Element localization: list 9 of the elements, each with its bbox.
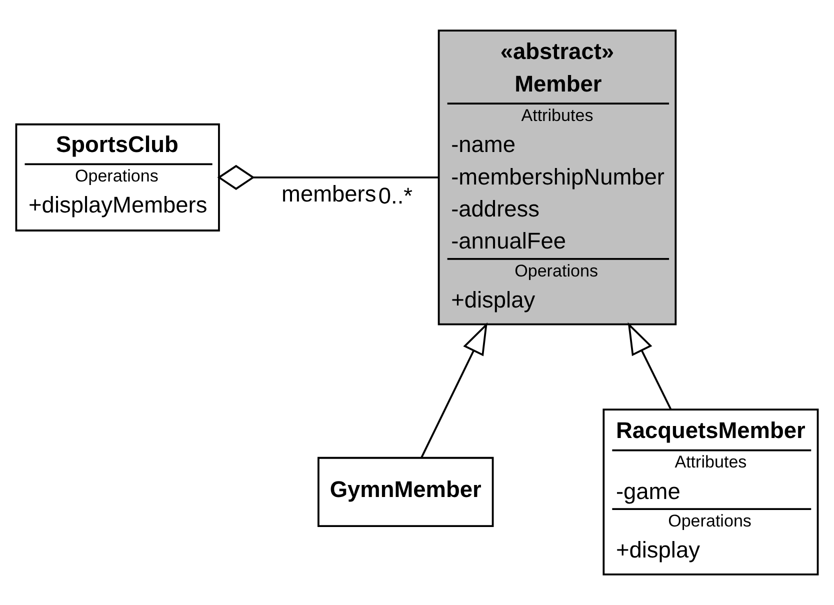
arrow: [628, 322, 672, 410]
connector: [217, 164, 438, 190]
label: 0..*: [378, 182, 413, 208]
node-box: GymnMember: [318, 456, 494, 528]
node-box: «abstract» Member Attributes -name -membershipNumber -address -annualFee Operations +display: [438, 30, 677, 326]
node-box: RacquetsMember Attributes -game Operations +display: [602, 408, 819, 576]
arrow: [420, 322, 488, 458]
edge-label: members: [282, 180, 376, 206]
node-box: SportsClub Operations +displayMembers: [15, 123, 220, 232]
